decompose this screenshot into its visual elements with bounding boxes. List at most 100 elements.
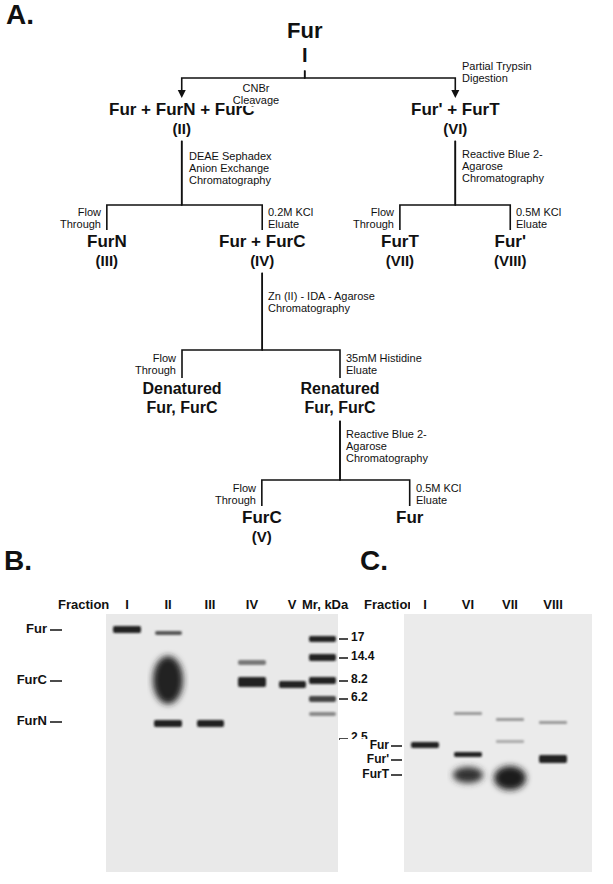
step-label: Zn (II) - IDA - Agarose Chromatography	[268, 290, 410, 314]
gel-b-bands	[113, 626, 336, 727]
node-name: Fur + FurC	[219, 232, 305, 252]
lane-label: I	[410, 598, 440, 612]
fraction-number: (VII)	[381, 252, 419, 270]
band	[309, 654, 336, 661]
arrow-head	[451, 90, 459, 98]
band	[279, 681, 306, 688]
gel-b-ticks	[50, 630, 348, 739]
band-label: Fur	[0, 622, 47, 636]
band	[539, 755, 567, 763]
branch-label: Flow Through	[49, 206, 101, 230]
connector-line	[262, 421, 340, 506]
leader-line	[339, 638, 348, 640]
axis-title: Fraction	[58, 598, 120, 612]
band	[154, 720, 182, 727]
branch-label: 0.5M KCl Eluate	[516, 206, 572, 230]
gel-c-bands	[411, 712, 567, 763]
flow-node: Fur	[396, 508, 423, 528]
connector	[262, 421, 340, 506]
branch-label: Partial Trypsin Digestion	[462, 60, 534, 84]
node-name: Denatured Fur, FurC	[132, 380, 232, 418]
flow-node: Denatured Fur, FurC	[132, 380, 232, 418]
band-smear	[453, 767, 483, 783]
flow-node: Fur' + FurT(VI)	[411, 100, 500, 138]
branch-label: Flow Through	[204, 482, 256, 506]
node-name: Fur'	[494, 232, 527, 252]
branch-label: Flow Through	[340, 206, 394, 230]
band-label: Fur'	[340, 753, 389, 766]
branch-label: CNBr Cleavage	[226, 82, 286, 106]
step-label: Reactive Blue 2-Agarose Chromatography	[462, 148, 550, 184]
axis-title: Mr, kDa	[302, 598, 372, 612]
leader-line	[339, 657, 348, 659]
marker-size: 8.2	[351, 673, 391, 686]
band-label: FurC	[0, 673, 47, 687]
band	[454, 712, 482, 715]
arrow-head	[178, 90, 186, 98]
node-name: Fur	[396, 508, 423, 528]
flow-node: Renatured Fur, FurC	[290, 380, 390, 418]
connector	[262, 273, 340, 378]
fraction-number: (VIII)	[494, 252, 527, 270]
band	[309, 677, 336, 684]
fraction-number: (II)	[109, 120, 254, 138]
branch-label: 0.2M KCl Eluate	[268, 206, 324, 230]
flow-node: FurC(V)	[242, 508, 282, 546]
connector	[305, 71, 460, 98]
lane-label: VIII	[535, 598, 571, 612]
leader-line	[339, 698, 348, 700]
node-name: Fur' + FurT	[411, 100, 500, 120]
band	[496, 740, 524, 743]
flow-node: FurN(III)	[87, 232, 127, 270]
band	[496, 718, 524, 721]
flow-node: Fur + FurC(IV)	[219, 232, 305, 270]
band	[309, 696, 336, 702]
connector-line	[262, 273, 340, 378]
connector	[182, 273, 262, 378]
connector-line	[400, 141, 455, 230]
step-label: DEAE Sephadex Anion Exchange Chromatogra…	[189, 150, 277, 186]
band-label: FurT	[340, 768, 389, 781]
band	[238, 677, 266, 687]
leader-line	[391, 745, 402, 747]
branch-label: 35mM Histidine Eluate	[346, 352, 438, 376]
band-smear	[494, 766, 526, 790]
connector-line	[107, 141, 182, 230]
connector	[107, 141, 182, 230]
connector-line	[182, 273, 262, 378]
fraction-number: (IV)	[219, 252, 305, 270]
band-label: FurN	[0, 714, 47, 728]
gel-c-ticks	[391, 746, 402, 775]
connector	[400, 141, 455, 230]
fraction-number: I	[287, 44, 322, 68]
marker-size: 14.4	[351, 650, 391, 663]
leader-line	[50, 721, 62, 723]
node-name: Fur	[287, 18, 322, 44]
connector-line	[305, 71, 456, 91]
step-label: Reactive Blue 2-Agarose Chromatography	[346, 428, 436, 464]
gel-c	[404, 614, 592, 872]
lane-label: VII	[495, 598, 525, 612]
leader-line	[50, 629, 62, 631]
panel-letter: C.	[360, 546, 400, 577]
panel-letter: A.	[6, 0, 46, 31]
panel-letter: B.	[4, 546, 44, 577]
branch-label: 0.5M KCl Eluate	[416, 482, 472, 506]
fraction-number: (VI)	[411, 120, 500, 138]
band	[197, 720, 224, 727]
band	[238, 660, 266, 665]
lane-label: II	[153, 598, 183, 612]
leader-line	[391, 774, 402, 776]
fraction-number: (III)	[87, 252, 127, 270]
band	[113, 626, 141, 633]
node-name: FurN	[87, 232, 127, 252]
band	[539, 721, 567, 724]
flow-node: FurT(VII)	[381, 232, 419, 270]
leader-line	[339, 680, 348, 682]
marker-size: 17	[351, 631, 391, 644]
leader-line	[391, 759, 402, 761]
flow-node: FurI	[287, 18, 322, 68]
band	[309, 636, 336, 642]
